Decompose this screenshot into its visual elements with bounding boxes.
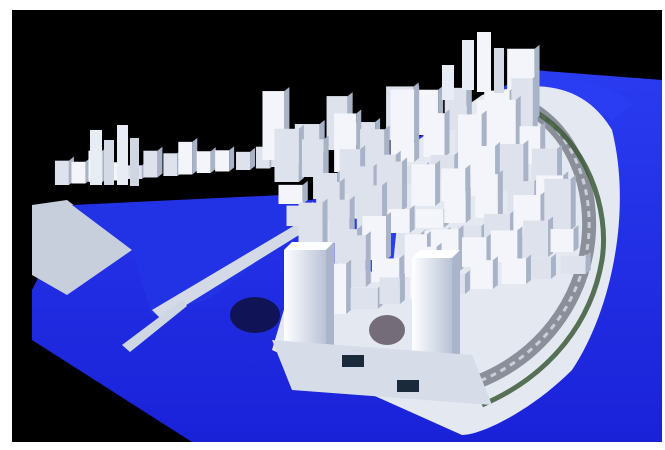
building-block: [490, 230, 518, 262]
left-towers: [90, 125, 139, 186]
building-block: [298, 202, 323, 248]
podium: [272, 340, 492, 405]
tower-right: [412, 250, 460, 366]
building-block: [215, 150, 230, 172]
building-block: [196, 151, 211, 173]
building-block: [54, 160, 69, 185]
building-block-side: [399, 273, 405, 304]
building-block-side: [526, 254, 532, 284]
greenery-strip: [481, 107, 607, 408]
building-block: [423, 113, 445, 157]
building-block-side: [414, 85, 420, 162]
building-block-side: [465, 187, 471, 223]
building-block-side: [302, 180, 308, 204]
building-block: [550, 229, 574, 252]
building-block-side: [497, 170, 503, 218]
jetty: [152, 215, 320, 320]
building-block-side: [517, 226, 523, 262]
building-block-side: [323, 135, 329, 177]
building-block: [470, 260, 493, 289]
building-block-side: [570, 174, 576, 230]
boat: [342, 355, 364, 367]
building-block: [388, 209, 410, 233]
building-block-side: [409, 205, 415, 233]
building-block: [301, 139, 324, 177]
building-block-side: [550, 253, 556, 279]
building-block: [236, 151, 251, 170]
building-block-side: [157, 146, 163, 178]
building-block-side: [322, 198, 328, 248]
building-block-side: [523, 139, 529, 191]
building-block-side: [210, 147, 216, 173]
building-block: [71, 161, 86, 184]
building-block-side: [532, 74, 538, 142]
building-block-side: [486, 233, 492, 267]
shadow: [230, 297, 280, 333]
building-block-side: [346, 259, 352, 314]
building-block: [411, 164, 436, 206]
boat: [397, 380, 419, 392]
building-block: [143, 150, 158, 178]
building-block-side: [435, 160, 441, 206]
building-block: [350, 287, 378, 309]
building-block-side: [402, 157, 408, 211]
building-block: [379, 277, 400, 304]
building-block-side: [464, 270, 470, 294]
photo-frame: [12, 10, 662, 442]
building-block-side: [444, 109, 450, 157]
far-skyline: [442, 32, 504, 100]
building-block-side: [585, 251, 591, 274]
building-block: [274, 128, 299, 182]
building-block-side: [192, 137, 198, 175]
building-block-side: [573, 225, 579, 252]
building-block: [475, 174, 498, 218]
harbor-basin: [72, 195, 312, 315]
building-block: [444, 191, 466, 223]
building-block-side: [492, 256, 498, 289]
shadow: [369, 315, 405, 345]
small-jetty: [122, 300, 187, 352]
building-block: [278, 184, 303, 204]
building-block: [371, 258, 400, 282]
city-model-photo: [12, 10, 662, 442]
building-block-side: [229, 146, 235, 172]
pier-block: [32, 200, 132, 295]
building-block-side: [386, 212, 392, 260]
building-block: [501, 258, 527, 284]
building-block: [163, 153, 178, 176]
building-block: [415, 209, 444, 228]
building-block: [390, 89, 415, 162]
building-block: [499, 143, 524, 191]
building-block: [530, 257, 551, 279]
building-block: [178, 141, 193, 175]
building-block-side: [365, 231, 371, 287]
building-block: [560, 255, 586, 274]
building-block-side: [250, 147, 256, 170]
building-block: [523, 220, 549, 257]
